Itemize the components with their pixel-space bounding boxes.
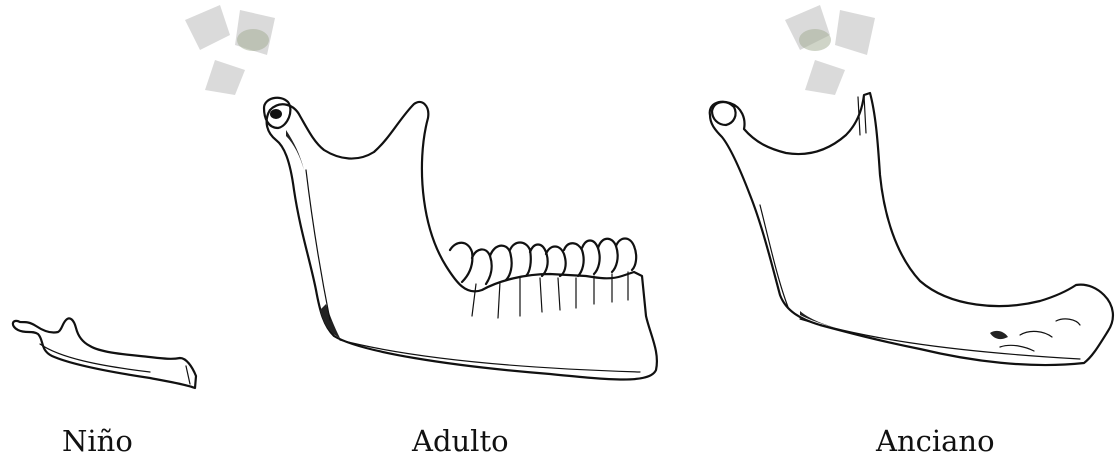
caption-child: Niño	[62, 425, 133, 457]
caption-adult: Adulto	[412, 425, 509, 457]
watermark-logo-left	[175, 0, 295, 95]
caption-elderly: Anciano	[876, 425, 995, 457]
adult-mandible-illustration	[250, 90, 670, 390]
child-mandible-illustration	[0, 300, 210, 400]
watermark-logo-right	[775, 0, 895, 95]
elderly-mandible-illustration	[700, 85, 1116, 375]
